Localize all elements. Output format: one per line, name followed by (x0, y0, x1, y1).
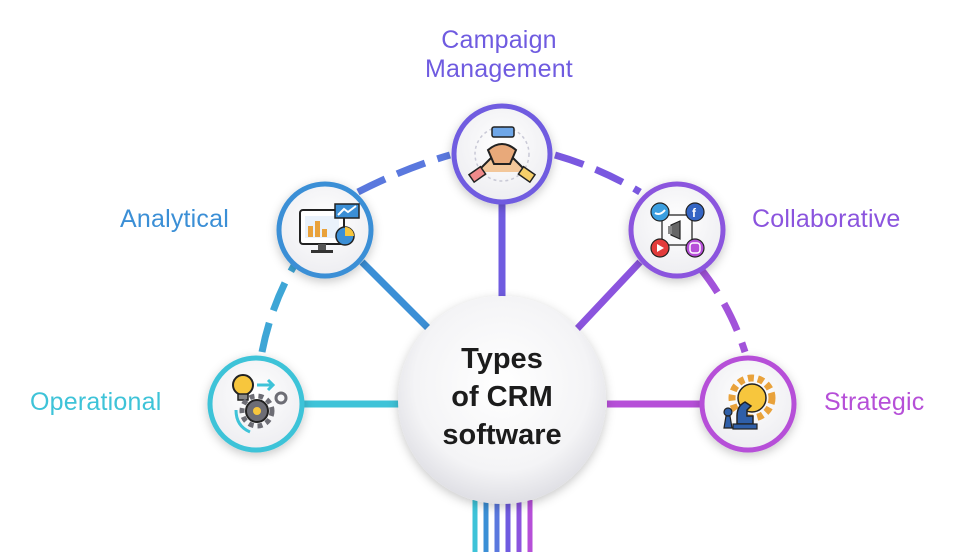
hands-together-icon (467, 126, 537, 184)
gear-lightbulb-icon (232, 374, 288, 434)
svg-text:f: f (692, 206, 697, 220)
center-title-line2: of CRM (451, 381, 553, 413)
node-campaign (451, 103, 553, 205)
arc-collaborative-strategic (697, 265, 749, 354)
center-circle (398, 296, 606, 504)
label-campaign-line1: Campaign (441, 26, 557, 54)
center-title-line1: Types (461, 343, 543, 375)
arc-analytical-campaign (356, 151, 451, 196)
arc-operational-analytical (258, 227, 321, 353)
social-media-icon: f (650, 202, 705, 258)
node-operational (207, 355, 305, 453)
center-title-line3: software (442, 419, 562, 451)
label-campaign-management: Campaign Management (404, 26, 594, 84)
label-strategic: Strategic (824, 388, 925, 416)
label-operational: Operational (30, 388, 162, 416)
label-collaborative: Collaborative (752, 205, 901, 233)
bottom-stripes (472, 500, 533, 552)
label-analytical: Analytical (120, 205, 229, 233)
label-campaign-line2: Management (425, 55, 573, 83)
spokes (300, 202, 702, 408)
monitor-chart-icon (299, 203, 360, 253)
node-analytical (276, 181, 374, 279)
arc-campaign-collaborative (554, 151, 642, 196)
node-collaborative: f (628, 181, 726, 279)
strategy-gear-chess-icon (723, 374, 776, 430)
center-title: Types of CRM software (412, 340, 592, 454)
spoke-collaborative (573, 259, 643, 333)
spoke-analytical (359, 259, 433, 333)
outer-arc (258, 151, 749, 354)
node-strategic (699, 355, 797, 453)
